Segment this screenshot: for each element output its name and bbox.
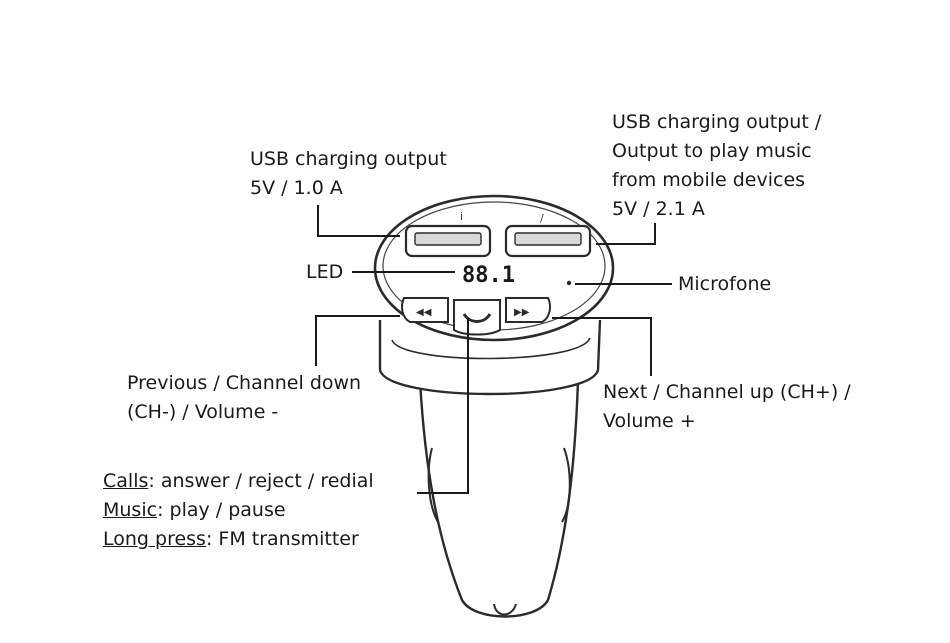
long-press-value: : FM transmitter [206, 528, 359, 550]
usb-right-line4: 5V / 2.1 A [612, 195, 821, 224]
usb-port-left [406, 226, 490, 256]
calls-value: : answer / reject / redial [148, 470, 373, 492]
port-mark-right: / [540, 212, 544, 225]
music-value: : play / pause [157, 499, 285, 521]
usb-port-right [506, 226, 590, 256]
label-center-button: Calls: answer / reject / redial Music: p… [103, 467, 374, 554]
usb-right-line3: from mobile devices [612, 166, 821, 195]
plug-body [420, 380, 578, 617]
microphone-dot [567, 281, 571, 285]
label-microphone: Microfone [678, 270, 771, 299]
usb-left-line2: 5V / 1.0 A [250, 174, 447, 203]
next-line2: Volume + [603, 407, 851, 436]
previous-line2: (CH-) / Volume - [127, 398, 361, 427]
long-press-line: Long press: FM transmitter [103, 525, 374, 554]
music-key: Music [103, 499, 157, 521]
label-next: Next / Channel up (CH+) / Volume + [603, 378, 851, 436]
next-button[interactable]: ▶▶ [506, 298, 550, 322]
calls-line: Calls: answer / reject / redial [103, 467, 374, 496]
usb-right-line1: USB charging output / [612, 108, 821, 137]
usb-right-line2: Output to play music [612, 137, 821, 166]
previous-line1: Previous / Channel down [127, 369, 361, 398]
calls-key: Calls [103, 470, 148, 492]
leader-usb-left [318, 205, 400, 236]
play-call-button[interactable] [454, 300, 500, 335]
port-mark-left: i [460, 210, 463, 223]
long-press-key: Long press [103, 528, 206, 550]
label-previous: Previous / Channel down (CH-) / Volume - [127, 369, 361, 427]
next-icon: ▶▶ [514, 307, 530, 318]
led-display-digits: 88.1 [462, 263, 515, 288]
label-led: LED [306, 258, 343, 287]
label-usb-right: USB charging output / Output to play mus… [612, 108, 821, 224]
label-usb-left: USB charging output 5V / 1.0 A [250, 145, 447, 203]
previous-icon: ◀◀ [416, 307, 432, 318]
next-line1: Next / Channel up (CH+) / [603, 378, 851, 407]
usb-left-line1: USB charging output [250, 145, 447, 174]
previous-button[interactable]: ◀◀ [402, 298, 448, 322]
music-line: Music: play / pause [103, 496, 374, 525]
